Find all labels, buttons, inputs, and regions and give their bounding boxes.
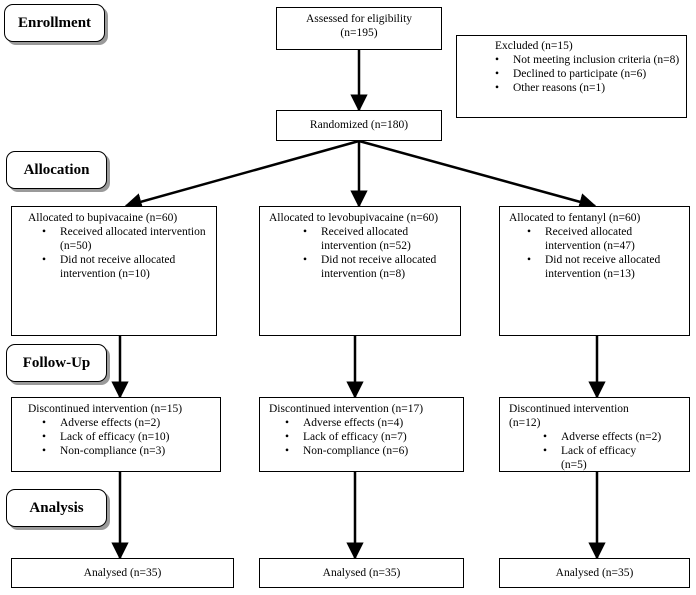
excluded-title: Excluded (n=15): [495, 40, 573, 52]
arm2-allocated-title: Allocated to levobupivacaine (n=60): [269, 212, 439, 224]
arm3-allocated-box: Allocated to fentanyl (n=60) Received al…: [499, 206, 690, 336]
stage-analysis: Analysis: [6, 489, 107, 527]
assessed-box: Assessed for eligibility (n=195): [276, 7, 442, 50]
excluded-box: Excluded (n=15) Not meeting inclusion cr…: [456, 35, 687, 118]
arm1-disc-item: Non-compliance (n=3): [42, 444, 214, 458]
arm3-disc-item: Lack of efficacy (n=5): [543, 444, 651, 471]
arm3-alloc-item: Received allocated intervention (n=47): [527, 225, 683, 253]
arm3-discontinued-title: Discontinued intervention (n=12): [509, 403, 629, 429]
arm2-discontinued-title: Discontinued intervention (n=17): [269, 403, 424, 415]
arrow-randomized-arm1: [124, 139, 360, 211]
arm2-disc-item: Lack of efficacy (n=7): [285, 430, 457, 444]
stage-enrollment: Enrollment: [4, 4, 105, 42]
arm1-discontinued-box: Discontinued intervention (n=15) Adverse…: [11, 397, 221, 472]
stage-follow-up: Follow-Up: [6, 344, 107, 382]
arm2-discontinued-box: Discontinued intervention (n=17) Adverse…: [259, 397, 464, 472]
arm1-discontinued-title: Discontinued intervention (n=15): [28, 403, 183, 415]
arm2-analysed-box: Analysed (n=35): [259, 558, 464, 588]
arrow-randomized-arm3: [358, 139, 597, 211]
arm1-allocated-box: Allocated to bupivacaine (n=60) Received…: [11, 206, 217, 336]
arm3-allocated-title: Allocated to fentanyl (n=60): [509, 212, 641, 224]
arm2-alloc-item: Received allocated intervention (n=52): [303, 225, 454, 253]
arm2-alloc-item: Did not receive allocated intervention (…: [303, 253, 454, 281]
excluded-item: Declined to participate (n=6): [495, 67, 682, 81]
arm1-disc-item: Lack of efficacy (n=10): [42, 430, 214, 444]
arm3-alloc-item: Did not receive allocated intervention (…: [527, 253, 683, 281]
stage-allocation: Allocation: [6, 151, 107, 189]
arm1-disc-item: Adverse effects (n=2): [42, 416, 214, 430]
arm3-analysed-box: Analysed (n=35): [499, 558, 690, 588]
arm1-analysed-box: Analysed (n=35): [11, 558, 234, 588]
excluded-item: Not meeting inclusion criteria (n=8): [495, 53, 682, 67]
assessed-text: Assessed for eligibility: [305, 13, 413, 25]
arm1-alloc-item: Did not receive allocated intervention (…: [42, 253, 210, 281]
arm3-disc-item: Adverse effects (n=2): [543, 430, 683, 444]
arm2-disc-item: Adverse effects (n=4): [285, 416, 457, 430]
arm3-discontinued-box: Discontinued intervention (n=12) Adverse…: [499, 397, 690, 472]
arm1-alloc-item: Received allocated intervention (n=50): [42, 225, 210, 253]
assessed-n: (n=195): [340, 27, 378, 39]
arm2-allocated-box: Allocated to levobupivacaine (n=60) Rece…: [259, 206, 461, 336]
arm1-allocated-title: Allocated to bupivacaine (n=60): [28, 212, 178, 224]
randomized-box: Randomized (n=180): [276, 110, 442, 141]
arm2-disc-item: Non-compliance (n=6): [285, 444, 457, 458]
excluded-item: Other reasons (n=1): [495, 81, 682, 95]
